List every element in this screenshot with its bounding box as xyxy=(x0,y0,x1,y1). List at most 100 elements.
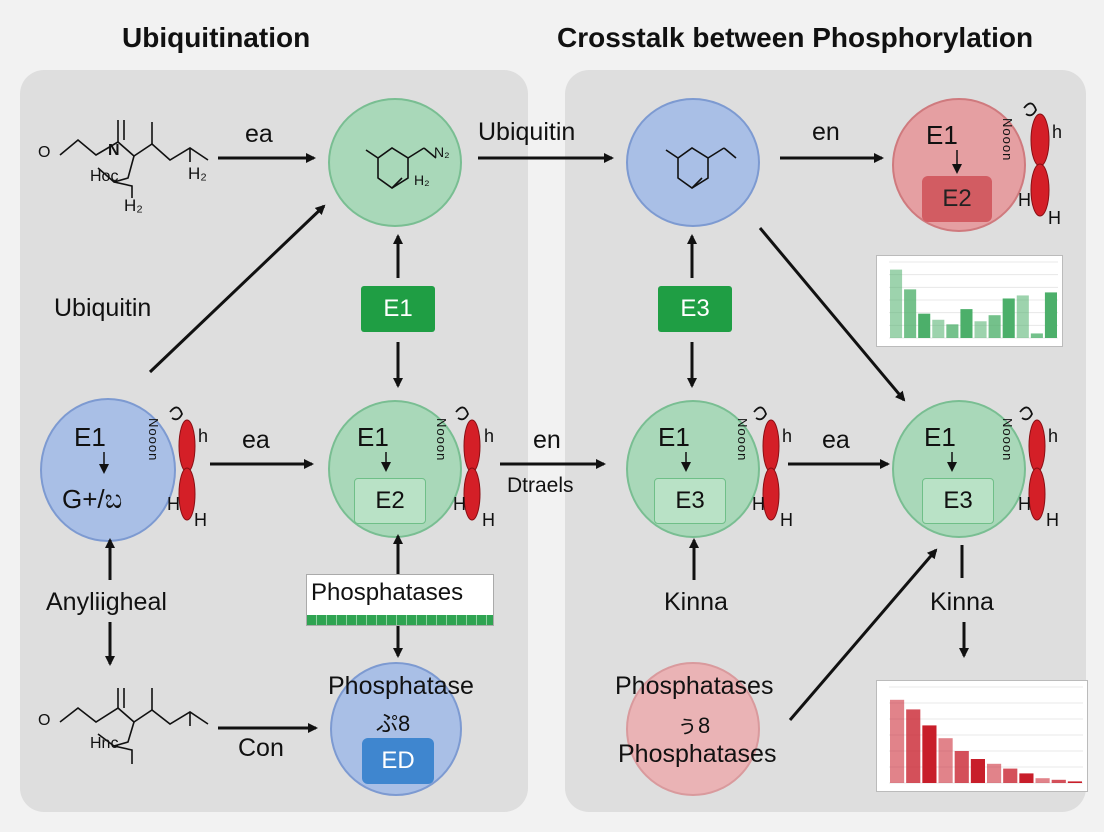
right-title: Crosstalk between Phosphorylation xyxy=(557,22,1034,53)
label-con: Con xyxy=(238,734,284,762)
h-label-mid2-b: H xyxy=(780,510,793,530)
h-small-top: h xyxy=(1052,122,1063,142)
h-small-mid3: h xyxy=(1048,426,1059,446)
chem-o-bottom: O xyxy=(38,712,51,729)
red-chart-bar xyxy=(987,763,1002,783)
chem-structure-top xyxy=(59,120,209,198)
blue-bottom-ed: ED xyxy=(362,738,434,784)
h-small-mid1: h xyxy=(484,426,495,446)
ring-structure-green xyxy=(365,147,437,189)
side-text-mid3: Nooon xyxy=(1000,418,1015,462)
chem-structure-bottom xyxy=(59,688,209,764)
arrow-diagonal-left xyxy=(148,204,326,374)
chem-hnc: Hnc xyxy=(90,735,119,752)
h-small-mid2: h xyxy=(782,426,793,446)
e3-box[interactable]: E3 xyxy=(658,286,732,332)
green-chart-bar xyxy=(918,313,931,338)
blue-left-e1: E1 xyxy=(74,422,106,452)
green-chart-bar xyxy=(904,289,917,338)
label-ea-mid-right: ea xyxy=(822,426,850,454)
h-label-mid3-b: H xyxy=(1046,510,1059,530)
chem-n2: N₂ xyxy=(434,144,450,160)
label-phosphatase: Phosphatase xyxy=(328,672,474,700)
h-label-mid1-a: H xyxy=(453,494,466,514)
label-phosphatases-pink-bottom: Phosphatases xyxy=(618,740,777,768)
inner-arrows xyxy=(99,150,962,474)
label-anyliigheal: Anyliigheal xyxy=(46,588,167,616)
h-label-mid2-a: H xyxy=(752,494,765,514)
green-chart-bar xyxy=(1044,292,1057,338)
green-mid3-e1: E1 xyxy=(924,422,956,452)
label-en-mid: en xyxy=(533,426,561,454)
chem-n: N xyxy=(108,142,120,159)
label-dtraels: Dtraels xyxy=(507,474,574,497)
label-kinna-center: Kinna xyxy=(664,588,728,616)
e1-box[interactable]: E1 xyxy=(361,286,435,332)
green-chart-bar xyxy=(1030,333,1043,338)
h-small-left: h xyxy=(198,426,209,446)
green-chart-bar xyxy=(1016,295,1029,338)
green-chart-bar xyxy=(960,309,973,338)
red-chart-bar xyxy=(970,759,985,783)
red-bar-chart-svg xyxy=(889,686,1083,784)
label-en-top: en xyxy=(812,118,840,146)
chem-hoc: Hoc xyxy=(90,168,119,185)
red-chart-bar xyxy=(922,725,937,783)
chem-o: O xyxy=(38,144,51,161)
h-label-mid1-b: H xyxy=(482,510,495,530)
pink-node-bottom[interactable] xyxy=(626,662,760,796)
green-node-top-left[interactable] xyxy=(328,98,462,227)
phosphatases-bar[interactable]: Phosphatases xyxy=(306,574,494,626)
h-label-left-b: H xyxy=(194,510,207,530)
h-label-top-a: H xyxy=(1018,190,1031,210)
pink-bottom-glyph: ぅ8 xyxy=(676,713,711,738)
chem-ring-h2: H₂ xyxy=(414,172,430,188)
side-text-mid1: Nooon xyxy=(434,418,449,462)
label-ubiquitin-top: Ubiquitin xyxy=(478,118,576,146)
red-chart-bar xyxy=(1035,778,1050,783)
arrow-diagonal-right xyxy=(758,227,906,402)
h-label-top-b: H xyxy=(1048,208,1061,228)
label-phosphatases-pink-top: Phosphatases xyxy=(615,672,774,700)
hook-glyphs xyxy=(169,102,1037,421)
side-text-mid2: Nooon xyxy=(735,418,750,462)
arrow-diagonal-bottom xyxy=(788,548,938,721)
blue-bottom-glyph: ぷ8 xyxy=(376,711,411,736)
green-bar-chart xyxy=(876,255,1063,347)
label-ubiquitin-left: Ubiquitin xyxy=(54,294,152,322)
left-title: Ubiquitination xyxy=(122,22,311,53)
red-chart-bar xyxy=(938,738,953,783)
ring-structure-blue xyxy=(665,147,737,189)
red-chart-bar xyxy=(954,751,969,783)
red-node-top[interactable] xyxy=(892,98,1026,232)
red-lobe-group xyxy=(178,113,1050,521)
side-text-top: Nooon xyxy=(1000,118,1015,162)
green-mid1-e1: E1 xyxy=(357,422,389,452)
green-mid2-e3: E3 xyxy=(654,478,726,524)
phosphatases-bar-strip xyxy=(307,615,493,625)
red-chart-bar xyxy=(1067,781,1082,783)
blue-left-sub: G+/ಬ xyxy=(62,484,123,514)
red-node-e2: E2 xyxy=(922,176,992,222)
red-node-e1: E1 xyxy=(926,120,958,150)
red-chart-bar xyxy=(1019,773,1034,783)
red-chart-bar xyxy=(906,709,921,783)
label-kinna-right: Kinna xyxy=(930,588,994,616)
green-chart-bar xyxy=(988,315,1001,338)
phosphatases-bar-label: Phosphatases xyxy=(311,579,464,606)
green-mid1-e2: E2 xyxy=(354,478,426,524)
green-chart-bar xyxy=(890,269,903,338)
h-label-mid3-a: H xyxy=(1018,494,1031,514)
green-chart-bar xyxy=(946,324,959,338)
label-ea-mid: ea xyxy=(242,426,270,454)
green-bar-chart-svg xyxy=(889,261,1058,339)
red-chart-bar xyxy=(890,699,905,783)
green-mid2-e1: E1 xyxy=(658,422,690,452)
green-chart-bar xyxy=(932,319,945,338)
side-text-left: Nooon xyxy=(146,418,161,462)
red-chart-bar xyxy=(1003,768,1018,783)
red-bar-chart xyxy=(876,680,1088,792)
blue-node-bottom[interactable] xyxy=(330,662,462,796)
blue-node-top-right[interactable] xyxy=(626,98,760,227)
label-ea-top: ea xyxy=(245,120,273,148)
